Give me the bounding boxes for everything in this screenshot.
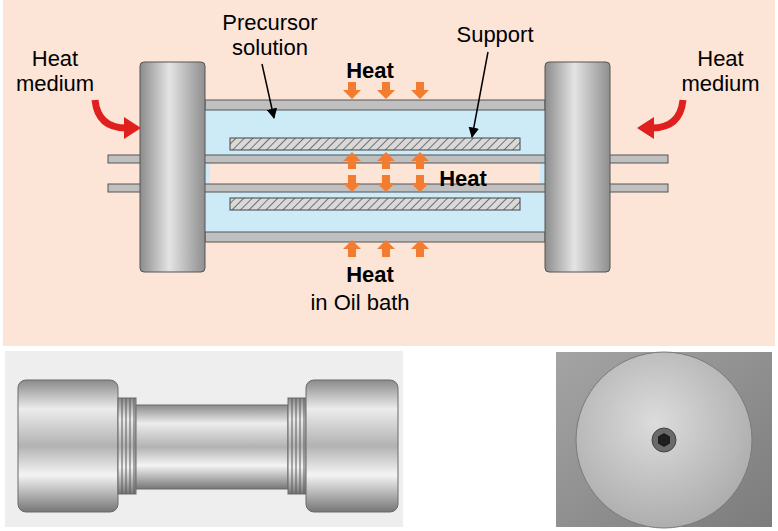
outer-tube-wall (205, 232, 545, 242)
thread-lines (292, 398, 304, 494)
callout-label: Support (445, 22, 545, 47)
callout-label: Precursor solution (210, 10, 330, 61)
end-cap (545, 62, 610, 272)
port-hole (652, 428, 676, 452)
thread (288, 398, 306, 494)
heat-arrow (411, 82, 429, 99)
flow-arrow (95, 100, 126, 128)
heat-arrow (411, 152, 429, 169)
leader-line (262, 64, 274, 118)
end-cap (140, 62, 205, 272)
photo-side-view (5, 351, 403, 527)
heat-arrow (343, 82, 361, 99)
hex-bore (658, 433, 670, 447)
callout-label: in Oil bath (280, 290, 440, 315)
heat-arrow (343, 240, 361, 257)
cylinder-cap (18, 380, 118, 512)
inner-tube-bore (210, 163, 540, 184)
heat-arrow (411, 240, 429, 257)
heat-arrow (377, 240, 395, 257)
thread (118, 398, 136, 494)
heat-arrows (343, 82, 429, 257)
support-plate (230, 198, 520, 210)
background-panel (3, 0, 775, 346)
callout-label: Heat medium (5, 46, 105, 97)
flow-arrow (652, 100, 683, 128)
heat-arrow (343, 175, 361, 192)
flow-arrowhead (124, 117, 141, 139)
heat-arrow (411, 175, 429, 192)
photo-background (5, 351, 403, 527)
outer-tube-wall (205, 100, 545, 110)
photo-end-view (556, 352, 772, 528)
heat-label: Heat (330, 58, 410, 83)
cylinder-cap (306, 380, 398, 512)
heat-arrow (377, 82, 395, 99)
heat-label: Heat (330, 262, 410, 287)
heat-medium-arrows (95, 100, 683, 139)
flow-arrowhead (637, 117, 654, 139)
leader-line (472, 52, 488, 137)
end-face (576, 352, 752, 528)
heat-arrow (343, 152, 361, 169)
cylinder-body (136, 405, 288, 489)
heat-arrow (377, 152, 395, 169)
callout-label: Heat medium (668, 46, 773, 97)
support-plate (230, 138, 520, 150)
precursor-solution (205, 110, 545, 232)
thread-lines (122, 398, 134, 494)
heat-label: Heat (428, 166, 498, 191)
heat-arrow (377, 175, 395, 192)
photo-background (556, 352, 772, 527)
